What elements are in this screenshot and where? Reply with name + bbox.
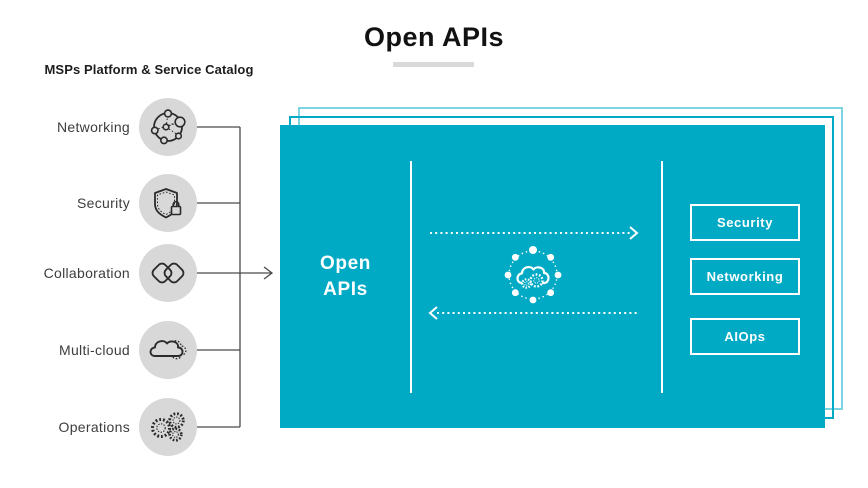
- catalog-item-operations: Operations: [0, 398, 240, 456]
- multi-cloud-icon: [139, 321, 197, 379]
- gears-icon: [139, 398, 197, 456]
- box-divider-right: [661, 161, 663, 393]
- catalog-item-label: Collaboration: [43, 265, 130, 281]
- catalog-item-collaboration: Collaboration: [0, 244, 240, 302]
- open-apis-box: Open APIs: [280, 125, 825, 428]
- api-capabilities: Security Networking AIOps: [690, 125, 800, 428]
- overlapping-squares-icon: [139, 244, 197, 302]
- catalog-item-label: Multi-cloud: [59, 342, 130, 358]
- catalog-heading: MSPs Platform & Service Catalog: [44, 62, 254, 77]
- box-divider-left: [410, 161, 412, 393]
- catalog-item-label: Operations: [58, 419, 130, 435]
- shield-lock-icon: [139, 174, 197, 232]
- cloud-gears-network-icon: [504, 246, 562, 304]
- title-underline: [393, 62, 474, 67]
- network-nodes-icon: [139, 98, 197, 156]
- catalog-item-label: Networking: [56, 119, 130, 135]
- chip-security: Security: [690, 204, 800, 241]
- catalog-item-networking: Networking: [0, 98, 240, 156]
- catalog-item-multi-cloud: Multi-cloud: [0, 321, 240, 379]
- catalog-item-label: Security: [77, 195, 130, 211]
- open-apis-box-label: Open APIs: [320, 252, 371, 300]
- page-title: Open APIs: [363, 22, 505, 52]
- chip-aiops: AIOps: [690, 318, 800, 355]
- catalog-item-security: Security: [0, 174, 240, 232]
- arrow-head: [263, 266, 274, 280]
- api-flow-zone: [428, 226, 639, 320]
- chip-networking: Networking: [690, 258, 800, 295]
